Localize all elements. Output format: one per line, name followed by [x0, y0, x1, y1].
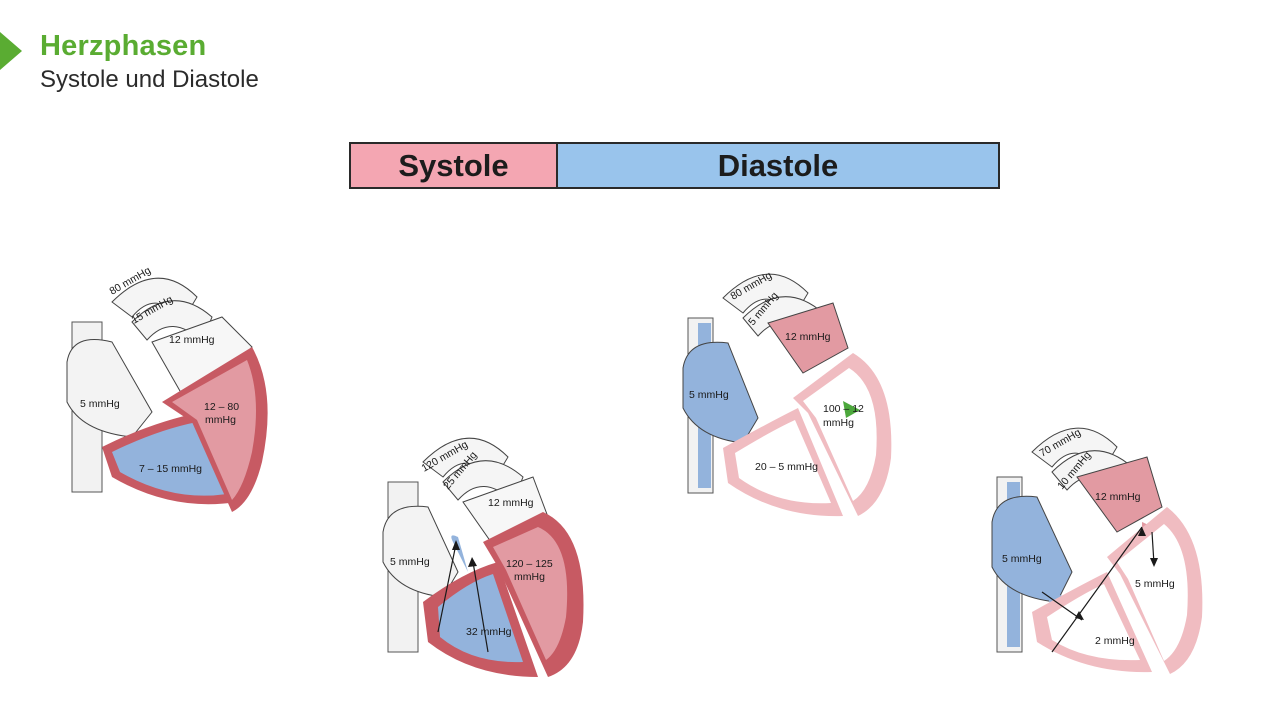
phase-diastole: Diastole [558, 144, 998, 187]
label-left-ventricle-unit: mmHg [823, 417, 854, 429]
label-right-ventricle: 7 – 15 mmHg [139, 463, 202, 475]
heart-diagram-3: 80 mmHg 5 mmHg 12 mmHg 5 mmHg 100 – 12 m… [682, 258, 898, 528]
label-left-atrium: 12 mmHg [169, 334, 215, 346]
page-title: Herzphasen [40, 30, 207, 62]
phase-bar: Systole Diastole [349, 142, 1000, 189]
label-left-ventricle: 100 – 12 [823, 403, 864, 415]
label-right-ventricle: 20 – 5 mmHg [755, 461, 818, 473]
label-left-ventricle-unit: mmHg [205, 414, 236, 426]
label-right-atrium: 5 mmHg [1002, 553, 1042, 565]
page-subtitle: Systole und Diastole [40, 66, 259, 93]
label-left-ventricle-unit: mmHg [514, 571, 545, 583]
label-left-atrium: 12 mmHg [785, 331, 831, 343]
heart-diagram-4: 70 mmHg 10 mmHg 12 mmHg 5 mmHg 5 mmHg 2 … [991, 412, 1207, 682]
label-right-ventricle: 2 mmHg [1095, 635, 1135, 647]
label-left-atrium: 12 mmHg [1095, 491, 1141, 503]
label-right-atrium: 5 mmHg [80, 398, 120, 410]
play-triangle-icon [0, 32, 22, 70]
label-left-atrium: 12 mmHg [488, 497, 534, 509]
label-left-ventricle: 120 – 125 [506, 558, 553, 570]
heart-diagram-1: 80 mmHg 15 mmHg 12 mmHg 5 mmHg 12 – 80 m… [62, 262, 277, 527]
label-left-ventricle: 12 – 80 [204, 401, 239, 413]
phase-systole: Systole [351, 144, 558, 187]
label-right-atrium: 5 mmHg [689, 389, 729, 401]
label-left-ventricle: 5 mmHg [1135, 578, 1175, 590]
heart-diagram-2: 120 mmHg 25 mmHg 12 mmHg 5 mmHg 120 – 12… [378, 422, 593, 687]
label-right-ventricle: 32 mmHg [466, 626, 512, 638]
label-right-atrium: 5 mmHg [390, 556, 430, 568]
